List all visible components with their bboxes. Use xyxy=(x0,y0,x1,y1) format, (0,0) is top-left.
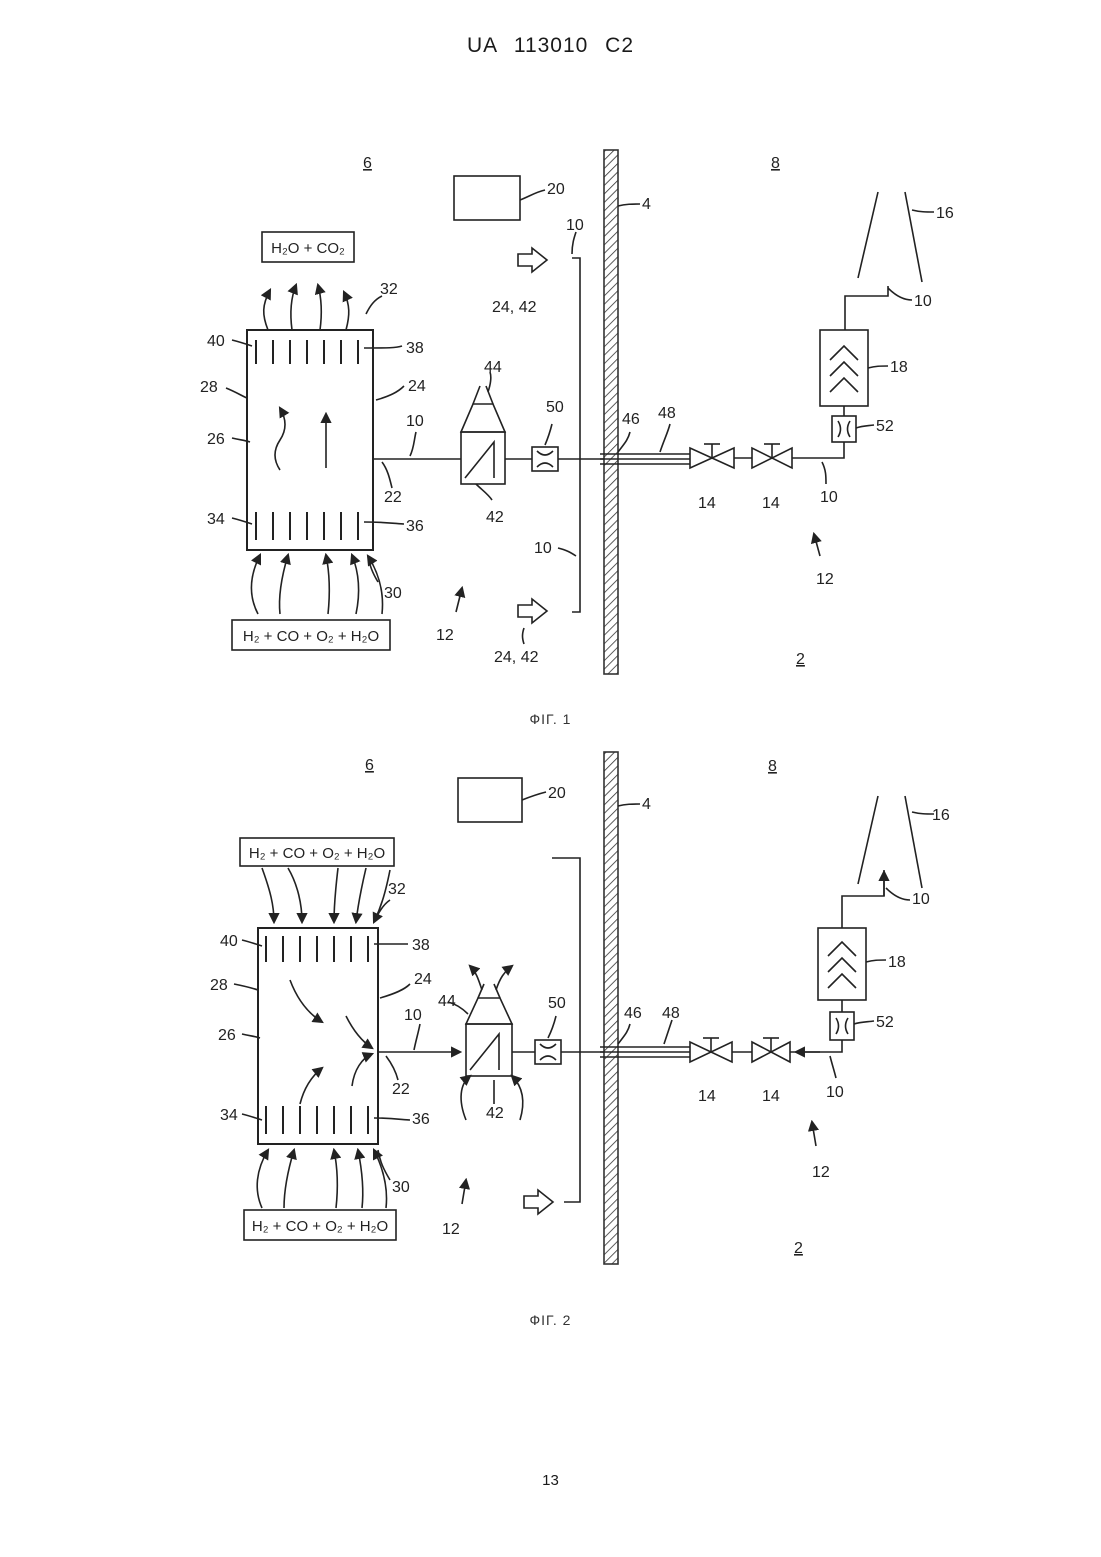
label-plate-right-top-2: 38 xyxy=(412,937,430,954)
label-stack: 16 xyxy=(936,205,954,222)
label-line-c-2: 10 xyxy=(912,891,930,908)
label-line-d: 10 xyxy=(820,489,838,506)
label-line-2: 10 xyxy=(404,1007,422,1024)
label-line-c: 10 xyxy=(406,413,424,430)
label-plate-right-top: 38 xyxy=(406,340,424,357)
label-housing: 28 xyxy=(200,379,218,396)
label-recombiner: 24 xyxy=(408,378,426,395)
valve-1 xyxy=(690,444,734,468)
label-recombiner-inlet: 30 xyxy=(384,585,402,602)
label-passage-2: 46 xyxy=(624,1005,642,1022)
label-plate-left-top: 40 xyxy=(207,333,225,350)
label-recombiner-2: 24 xyxy=(414,971,432,988)
label-wall-2: 4 xyxy=(642,796,651,813)
valve-2-2 xyxy=(752,1038,790,1062)
throttle-50 xyxy=(532,447,558,471)
inlet-arrow-2 xyxy=(524,1190,553,1214)
label-filter-2: 18 xyxy=(888,954,906,971)
label-inlet-top: 24, 42 xyxy=(492,299,537,316)
filter-18-2 xyxy=(818,928,866,1000)
label-zone-left: 6 xyxy=(363,155,372,172)
label-controller-2: 20 xyxy=(548,785,566,802)
formula-top: H₂O + CO₂ xyxy=(271,240,345,257)
stack xyxy=(858,192,922,282)
label-chamber-2: 26 xyxy=(218,1027,236,1044)
label-controller: 20 xyxy=(547,181,565,198)
label-plate-right-bottom: 36 xyxy=(406,518,424,535)
label-filter: 18 xyxy=(890,359,908,376)
controller-box xyxy=(454,176,520,220)
label-plate-left-bottom-2: 34 xyxy=(220,1107,238,1124)
valve-2 xyxy=(752,444,792,468)
label-system-right: 12 xyxy=(816,571,834,588)
label-system-left: 12 xyxy=(436,627,454,644)
figure-2-caption: ФІГ. 2 xyxy=(0,1312,1101,1328)
label-line: 10 xyxy=(566,217,584,234)
label-line-b: 10 xyxy=(534,540,552,557)
filter-18 xyxy=(820,330,868,406)
label-zone-right-2: 8 xyxy=(768,758,777,775)
label-pipe-2: 48 xyxy=(662,1005,680,1022)
label-zone-right: 8 xyxy=(771,155,780,172)
label-valve-1: 14 xyxy=(698,495,716,512)
label-heat-exchanger: 42 xyxy=(486,509,504,526)
label-plate-left-bottom: 34 xyxy=(207,511,225,528)
label-valve-2: 14 xyxy=(762,495,780,512)
label-orifice-2: 52 xyxy=(876,1014,894,1031)
formula-bottom-2: H₂ + CO + O₂ + H₂O xyxy=(252,1218,388,1235)
orifice-52 xyxy=(832,416,856,442)
label-zone-left-2: 6 xyxy=(365,757,374,774)
throttle-50-2 xyxy=(535,1040,561,1064)
figure-2 xyxy=(234,752,934,1264)
label-plate-left-top-2: 40 xyxy=(220,933,238,950)
label-hood: 44 xyxy=(484,359,502,376)
formula-top-2: H₂ + CO + O₂ + H₂O xyxy=(249,845,385,862)
label-throttle: 50 xyxy=(546,399,564,416)
page-number: 13 xyxy=(0,1472,1101,1489)
label-housing-2: 28 xyxy=(210,977,228,994)
inlet-arrow-bottom xyxy=(518,599,547,623)
valve-1-2 xyxy=(690,1038,732,1062)
label-building-2: 2 xyxy=(794,1240,803,1257)
label-plate-right-bottom-2: 36 xyxy=(412,1111,430,1128)
heat-exchanger-42 xyxy=(461,432,505,484)
label-system-right-2: 12 xyxy=(812,1164,830,1181)
containment-wall xyxy=(604,150,618,674)
heat-exchanger-42-2 xyxy=(466,1024,512,1076)
label-valve-2-2: 14 xyxy=(762,1088,780,1105)
label-orifice: 52 xyxy=(876,418,894,435)
label-connection-2: 22 xyxy=(392,1081,410,1098)
label-recombiner-outlet-2: 32 xyxy=(388,881,406,898)
hood-44-2 xyxy=(466,998,512,1024)
label-hood-2: 44 xyxy=(438,993,456,1010)
stack-2 xyxy=(858,796,922,888)
label-chamber: 26 xyxy=(207,431,225,448)
label-inlet-bottom: 24, 42 xyxy=(494,649,539,666)
recombiner-24 xyxy=(247,330,373,550)
label-passage: 46 xyxy=(622,411,640,428)
orifice-52-2 xyxy=(830,1012,854,1040)
label-line-e: 10 xyxy=(914,293,932,310)
label-valve-1-2: 14 xyxy=(698,1088,716,1105)
label-throttle-2: 50 xyxy=(548,995,566,1012)
label-heat-exchanger-2: 42 xyxy=(486,1105,504,1122)
label-wall: 4 xyxy=(642,196,651,213)
label-system-left-2: 12 xyxy=(442,1221,460,1238)
label-recombiner-outlet: 32 xyxy=(380,281,398,298)
inlet-arrow-top xyxy=(518,248,547,272)
label-building: 2 xyxy=(796,651,805,668)
label-line-b-2: 10 xyxy=(826,1084,844,1101)
label-connection: 22 xyxy=(384,489,402,506)
formula-bottom: H₂ + CO + O₂ + H₂O xyxy=(243,628,379,645)
figure-1-caption: ФІГ. 1 xyxy=(0,711,1101,727)
containment-wall-2 xyxy=(604,752,618,1264)
controller-box-2 xyxy=(458,778,522,822)
label-stack-2: 16 xyxy=(932,807,950,824)
hood-44 xyxy=(461,404,505,432)
label-pipe: 48 xyxy=(658,405,676,422)
label-recombiner-inlet-2: 30 xyxy=(392,1179,410,1196)
